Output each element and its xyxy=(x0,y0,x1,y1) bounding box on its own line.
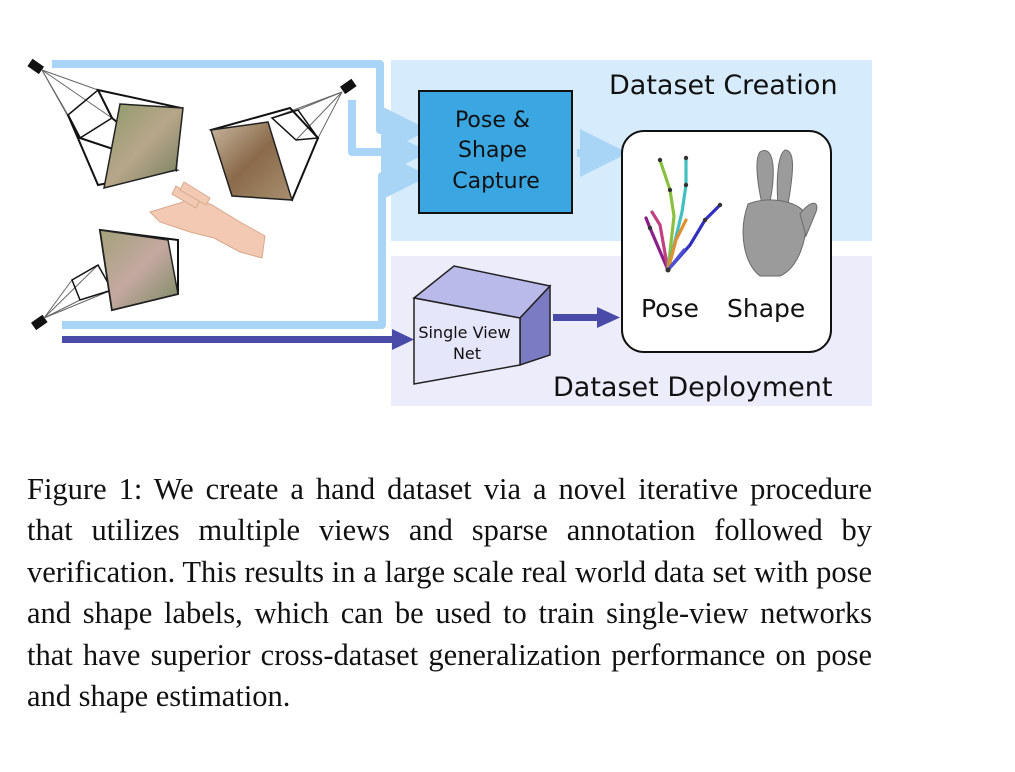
camera-view-top-left xyxy=(27,58,184,190)
single-view-net-block xyxy=(412,265,552,385)
network-label-line-1: Single View xyxy=(418,323,510,342)
hand-pose-skeleton xyxy=(644,156,722,272)
capture-label-line-2: Shape xyxy=(458,138,527,163)
dataset-deployment-title: Dataset Deployment xyxy=(553,372,832,403)
hand-shape-mesh xyxy=(742,149,818,277)
capture-label-line-3: Capture xyxy=(452,169,539,194)
capture-label-line-1: Pose & xyxy=(455,108,530,133)
svg-text:Pose & Shape Capture: Pose & Shape Capture xyxy=(452,108,539,194)
deployment-arrows xyxy=(62,307,620,350)
pose-label: Pose xyxy=(641,294,699,323)
camera-view-bottom-left xyxy=(30,228,179,331)
network-label-line-2: Net xyxy=(453,344,481,363)
view-photo xyxy=(103,103,184,190)
camera-icon xyxy=(339,78,357,95)
figure-caption: Figure 1: We create a hand dataset via a… xyxy=(27,471,872,714)
real-hand-image xyxy=(149,181,266,259)
multi-view-arrows xyxy=(52,60,628,329)
pose-shape-capture-box xyxy=(418,90,573,214)
view-photo xyxy=(210,121,294,201)
dataset-creation-title: Dataset Creation xyxy=(609,70,838,101)
hand-pose-joints xyxy=(647,155,723,273)
camera-icon xyxy=(27,58,45,75)
svg-text:Single View Net: Single View Net xyxy=(418,323,515,363)
camera-view-top-right xyxy=(208,78,357,202)
figure-diagram: Pose & Shape Capture Single View Net xyxy=(27,58,872,406)
camera-icon xyxy=(30,314,48,331)
shape-label: Shape xyxy=(727,294,805,323)
view-photo xyxy=(99,229,179,311)
